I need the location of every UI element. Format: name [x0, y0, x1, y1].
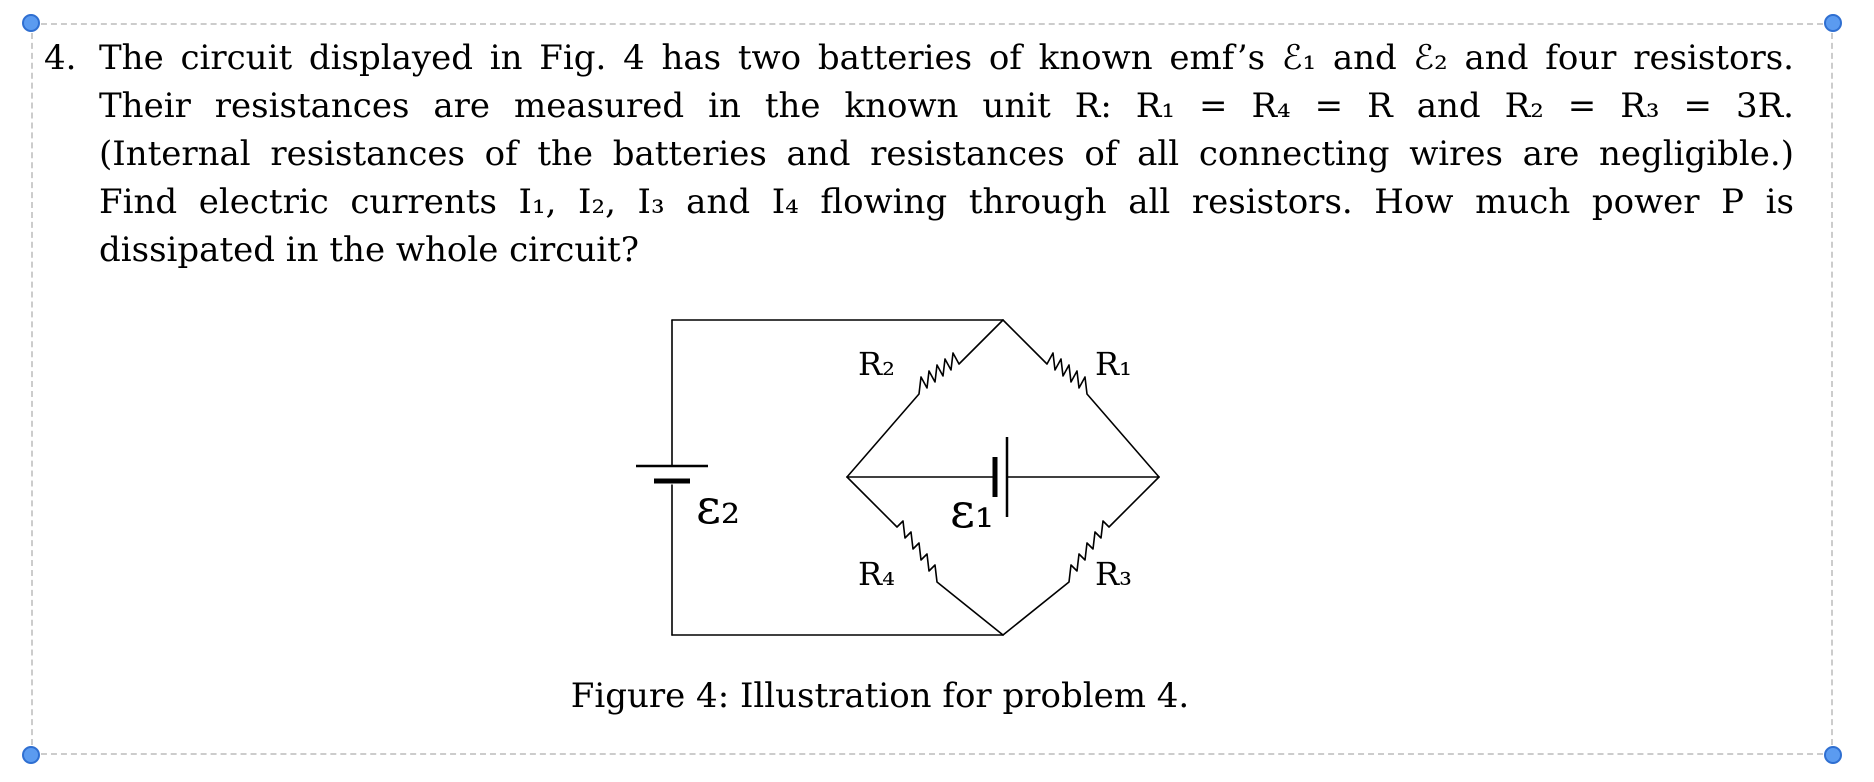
label-r4: R₄: [858, 555, 895, 593]
selection-frame[interactable]: [31, 23, 1833, 755]
problem-line-5: dissipated in the whole circuit?: [99, 230, 640, 270]
problem-line-1: The circuit displayed in Fig. 4 has two …: [99, 38, 1794, 78]
label-r3: R₃: [1095, 555, 1132, 593]
label-r1: R₁: [1095, 345, 1132, 383]
circuit-diagram: R₂ R₁ R₄ R₃ ε₁ ε₂: [636, 319, 1160, 636]
resize-handle-bottom-right[interactable]: [1824, 746, 1842, 764]
resistor-r4: [846, 476, 1004, 636]
circuit-figure: R₂ R₁ R₄ R₃ ε₁ ε₂: [620, 305, 1200, 645]
figure-caption: Figure 4: Illustration for problem 4.: [570, 676, 1190, 716]
resistor-r3: [1002, 476, 1160, 636]
problem-number: 4.: [44, 38, 77, 78]
resize-handle-top-right[interactable]: [1824, 14, 1842, 32]
label-emf1: ε₁: [950, 483, 994, 539]
resistor-r2: [846, 319, 1004, 478]
label-emf2: ε₂: [696, 479, 740, 535]
label-r2: R₂: [858, 345, 895, 383]
resize-handle-top-left[interactable]: [22, 14, 40, 32]
problem-line-4: Find electric currents I₁, I₂, I₃ and I₄…: [99, 182, 1794, 222]
problem-line-3: (Internal resistances of the batteries a…: [99, 134, 1794, 174]
resize-handle-bottom-left[interactable]: [22, 746, 40, 764]
resistor-r1: [1002, 319, 1160, 478]
problem-line-2: Their resistances are measured in the kn…: [99, 86, 1794, 126]
